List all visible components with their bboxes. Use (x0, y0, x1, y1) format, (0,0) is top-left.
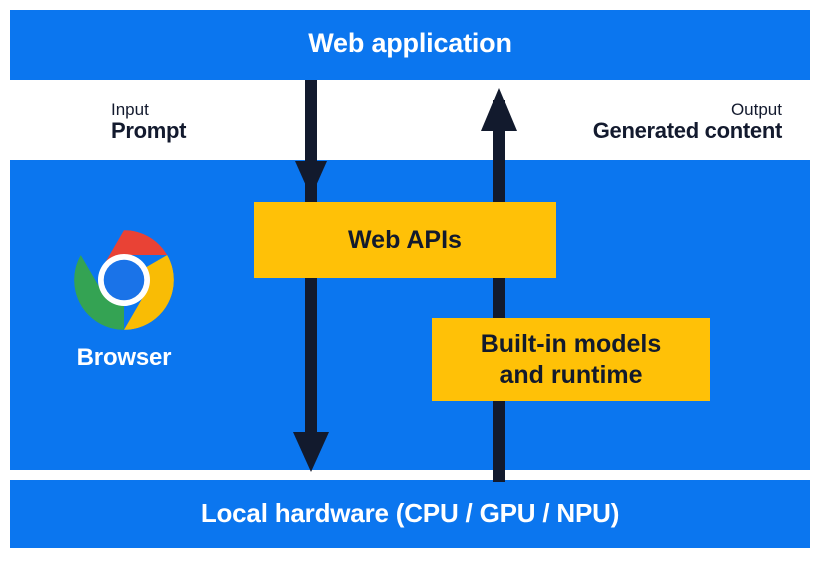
web-application-band (10, 10, 810, 80)
built-in-models-box[interactable]: Built-in models and runtime (432, 318, 710, 401)
built-in-models-line2: and runtime (499, 360, 643, 389)
local-hardware-band (10, 480, 810, 548)
web-apis-label: Web APIs (348, 225, 462, 254)
input-kicker: Input (111, 100, 149, 119)
built-in-models-line1: Built-in models (480, 330, 662, 358)
local-hardware-label: Local hardware (CPU / GPU / NPU) (200, 498, 620, 528)
output-annotation: Output Generated content (592, 100, 783, 144)
output-value: Generated content (592, 118, 783, 144)
browser-block: Browser (42, 228, 206, 372)
web-apis-box[interactable]: Web APIs (254, 202, 556, 278)
output-kicker: Output (730, 100, 782, 119)
browser-label: Browser (76, 344, 172, 371)
web-application-label: Web application (308, 28, 512, 58)
chrome-logo-icon (74, 230, 174, 330)
built-in-models-label: Built-in models and runtime (481, 329, 662, 390)
input-annotation: Input Prompt (111, 100, 187, 144)
input-value: Prompt (111, 118, 187, 144)
